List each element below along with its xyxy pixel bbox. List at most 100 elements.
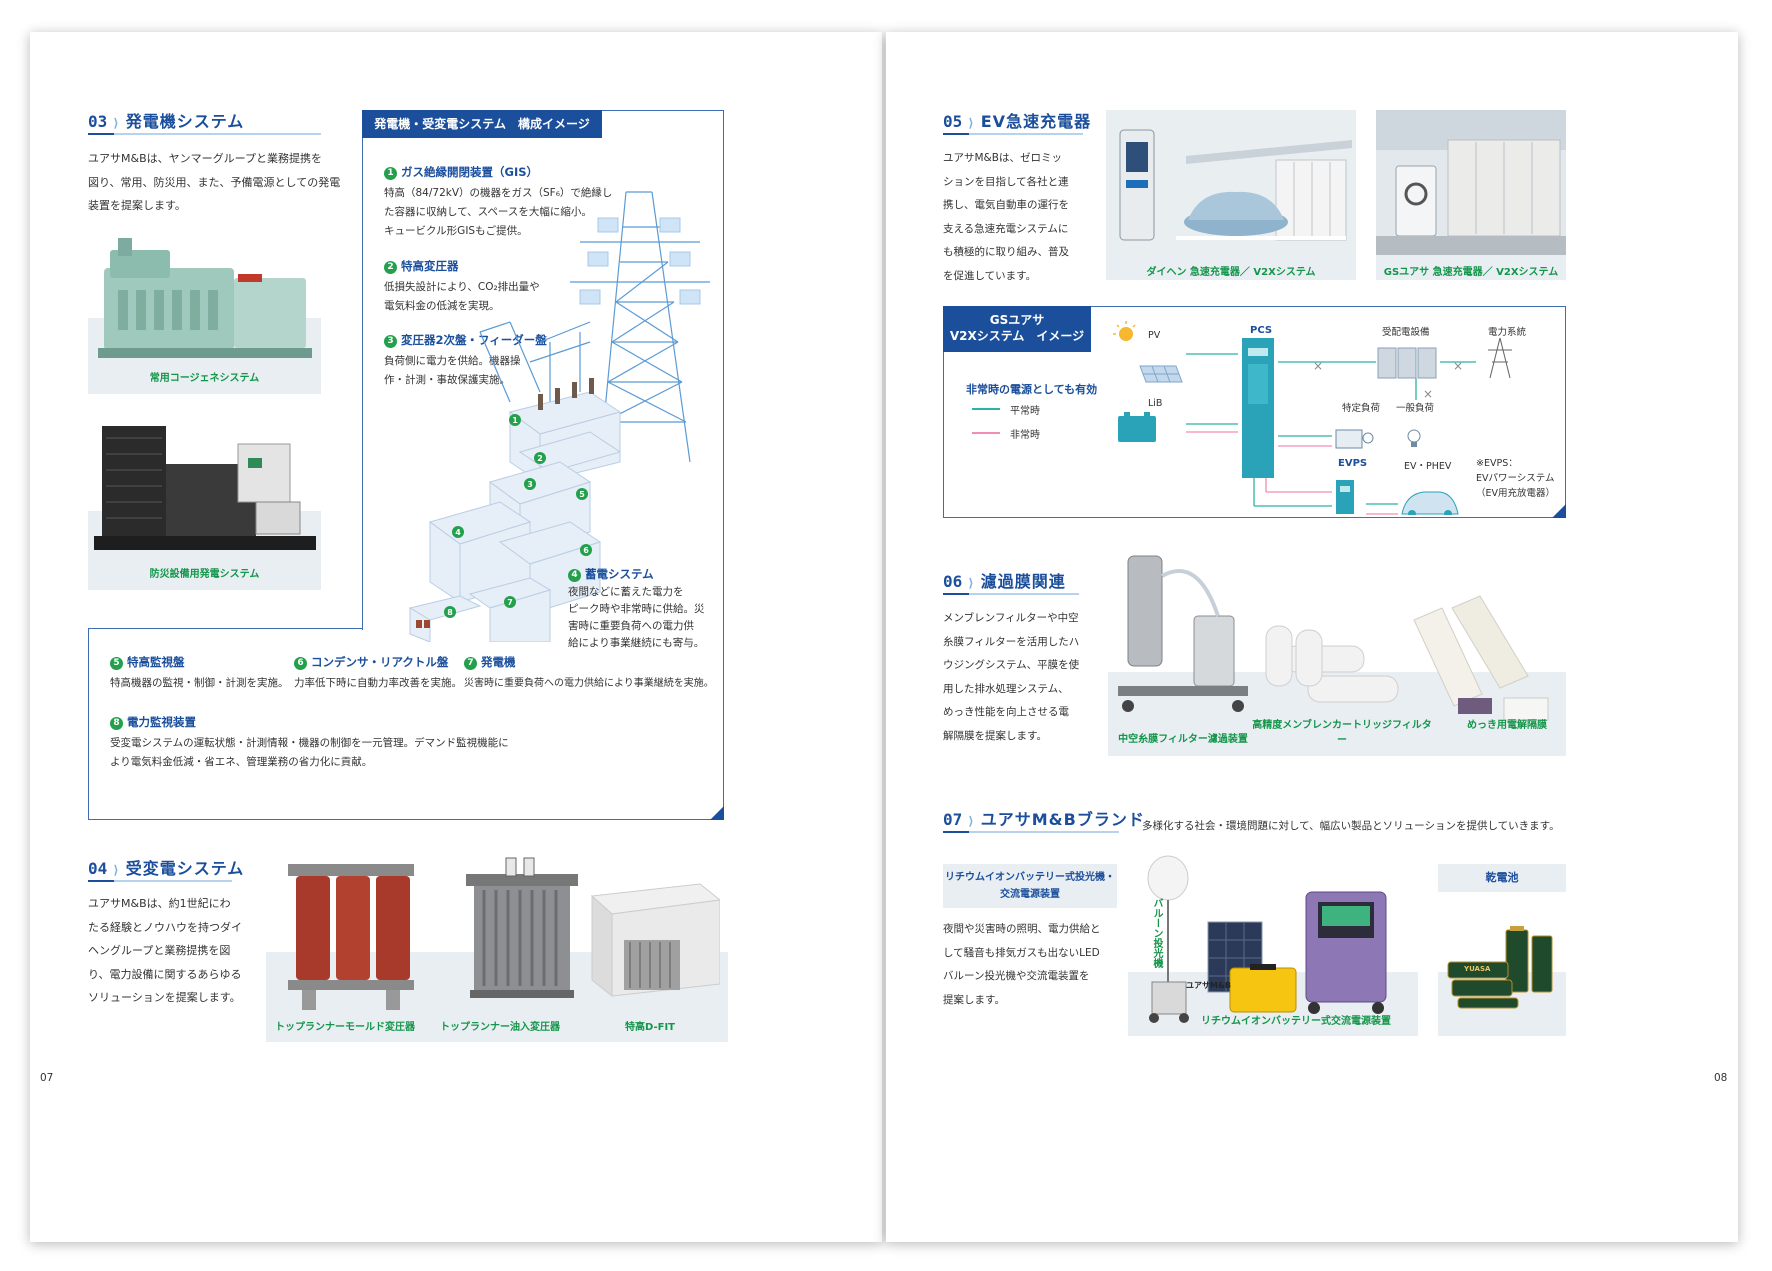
item-title: ガス絶縁開閉装置（GIS） [401, 165, 538, 179]
dfit-caption: 特高D-FIT [624, 1022, 675, 1033]
section-bar-icon: ⟩ [968, 814, 974, 828]
air-conditioner-icon [1335, 429, 1374, 449]
sec05-body-line: 支える急速充電システムに [943, 222, 1069, 235]
item-body-line: 災害時に重要負荷への電力供給により事業継続を実施。 [464, 678, 714, 689]
solar-panel-icon [1139, 365, 1183, 383]
sec04-body-line: たる経験とノウハウを持つダイ [88, 920, 242, 934]
general-load-label: 一般負荷 [1396, 403, 1435, 414]
sec04-body: ユアサM&Bは、約1世紀にわ たる経験とノウハウを持つダイ ヘングループと業務提… [88, 892, 258, 1010]
sec04-body-line: ヘングループと業務提携を図 [88, 944, 231, 957]
item-body-line: 低損失設計により、CO₂排出量や [384, 281, 540, 293]
v2x-corner-icon [1552, 504, 1566, 518]
legend-normal-label: 平常時 [1010, 406, 1040, 417]
v2x-frame [943, 306, 1566, 518]
specific-load-label: 特定負荷 [1342, 403, 1381, 414]
item-body-line: 特高（84/72kV）の機器をガス（SF₆）で絶縁し [384, 187, 613, 199]
pcs-cabinet-icon [1242, 338, 1274, 478]
sec06-number: 06 [943, 572, 963, 591]
v2x-subtitle: 非常時の電源としても有効 [966, 383, 1098, 396]
item-number-badge: 7 [464, 657, 477, 670]
item-body-line: 電気料金の低減を実現。 [384, 300, 500, 312]
sec03-body-line: 図り、常用、防災用、また、予備電源としての発電 [88, 175, 341, 189]
item-title: 蓄電システム [585, 567, 654, 581]
legend-normal-line [972, 408, 1000, 410]
sec04-title: 受変電システム [125, 859, 245, 878]
balloon-light-icon [1147, 855, 1189, 1023]
page-number: 07 [40, 1072, 54, 1084]
sec07-box1-line: 交流電源装置 [1000, 889, 1060, 900]
ac-power-unit-icon [1305, 891, 1387, 1014]
svg-text:8: 8 [447, 608, 453, 617]
sec05-body-line: ションを目指して各社と連 [943, 175, 1069, 188]
gsyuasa-charger-photo: GSユアサ 急速充電器／ V2Xシステム [1376, 110, 1566, 280]
page-number: 08 [1714, 1072, 1728, 1084]
mold-transformer-caption: トップランナーモールド変圧器 [275, 1022, 415, 1033]
v2x-flow-diagram: × × × [1113, 321, 1512, 515]
sec04-body-line: ソリューションを提案します。 [88, 991, 241, 1004]
cogeneration-caption: 常用コージェネシステム [149, 373, 260, 384]
dfit-transformer-icon [590, 883, 720, 998]
svg-text:5: 5 [579, 490, 585, 499]
item-body-line: 負荷側に電力を供給。機器操 [384, 355, 521, 367]
sec03-underline [88, 133, 321, 135]
sec03-body-line: 装置を提案します。 [88, 199, 186, 212]
membrane-cartridge-icon [1265, 625, 1399, 703]
item-body-line: 特高機器の監視・制御・計測を実施。 [110, 677, 289, 689]
sec07-number: 07 [943, 810, 963, 829]
filter-illustrations [1118, 555, 1549, 721]
membrane-cartridge-caption: 高精度メンブレンカートリッジフィルター [1252, 720, 1432, 746]
sec06-heading: 06 ⟩ 濾過膜関連 [943, 568, 1066, 592]
daihen-charger-caption: ダイヘン 急速充電器／ V2Xシステム [1146, 267, 1316, 278]
diagram-item-8: 8 電力監視装置 受変電システムの運転状態・計測情報・機器の制御を一元管理。デマン… [110, 714, 670, 772]
daihen-charger-illustration [1106, 110, 1356, 255]
transformer-illustrations [288, 857, 720, 1010]
item-body-line: キュービクル形GISもご提供。 [384, 225, 528, 237]
sec06-body-line: めっき性能を向上させる電 [943, 706, 1069, 718]
sec06-body-line: 用した排水処理システム、 [943, 682, 1069, 695]
sec04-body-line: り、電力設備に関するあらゆる [88, 967, 242, 981]
sec07-heading: 07 ⟩ ユアサM&Bブランド [943, 806, 1145, 830]
emergency-generator-caption: 防災設備用発電システム [149, 569, 260, 580]
v2x-header: GSユアサ V2Xシステム イメージ [943, 306, 1091, 352]
section-bar-icon: ⟩ [968, 116, 974, 130]
evps-charger-icon [1336, 480, 1354, 514]
sec05-body-line: ユアサM&Bは、ゼロミッ [943, 152, 1062, 164]
oil-transformer-icon [466, 857, 578, 998]
sec06-body-line: メンブレンフィルターや中空 [943, 612, 1079, 624]
sec06-body-line: 解隔膜を提案します。 [943, 729, 1047, 742]
sec06-title: 濾過膜関連 [980, 572, 1066, 591]
frame-corner-icon [710, 806, 724, 820]
gsyuasa-charger-illustration [1376, 110, 1566, 255]
svg-text:4: 4 [455, 528, 461, 537]
svg-text:2: 2 [537, 454, 543, 463]
item-title: 発電機 [481, 655, 516, 669]
sec05-body: ユアサM&Bは、ゼロミッ ションを目指して各社と連 携し、電気自動車の運行を 支… [943, 147, 1093, 288]
sec07-lead: 多様化する社会・環境問題に対して、幅広い製品とソリューションを提供していきます。 [1142, 820, 1560, 832]
item-title: 電力監視装置 [127, 715, 196, 729]
item-body-line: より電気料金低減・省エネ、管理業務の省力化に貢献。 [110, 756, 373, 768]
item-title: 特高変圧器 [401, 259, 459, 273]
power-grid-tower-icon [1488, 337, 1512, 379]
sec07-box1-body: 夜間や災害時の照明、電力供給と して騒音も排気ガスも出ないLED バルーン投光機… [943, 918, 1119, 1012]
gsyuasa-charger-caption: GSユアサ 急速充電器／ V2Xシステム [1383, 267, 1559, 278]
pcs-label: PCS [1250, 325, 1273, 336]
substation-cabinet-icon [1377, 347, 1437, 379]
item-body-line: ピーク時や非常時に供給。災 [568, 603, 705, 615]
dry-battery-head: 乾電池 [1438, 864, 1566, 892]
sun-icon [1113, 321, 1136, 341]
balloon-label-vertical: バルーン投光機 [1150, 898, 1164, 972]
item-number-badge: 8 [110, 717, 123, 730]
sec07-box1-head: リチウムイオンバッテリー式投光機・ 交流電源装置 [943, 864, 1117, 908]
sec03-number: 03 [88, 112, 108, 131]
balloon-light-and-power-unit-illustration [1147, 855, 1387, 1023]
light-bulb-icon [1407, 429, 1421, 447]
cogeneration-photo: 常用コージェネシステム [88, 228, 321, 394]
plating-diaphragm-caption: めっき用電解隔膜 [1467, 720, 1547, 731]
substation-isometric-illustration: 1 2 3 4 5 6 7 8 [408, 191, 710, 642]
grid-label: 電力系統 [1488, 327, 1527, 338]
item-body-line: 受変電システムの運転状態・計測情報・機器の制御を一元管理。デマンド監視機能に [110, 737, 509, 749]
sec03-body: ユアサM&Bは、ヤンマーグループと業務提携を 図り、常用、防災用、また、予備電源… [88, 147, 358, 218]
